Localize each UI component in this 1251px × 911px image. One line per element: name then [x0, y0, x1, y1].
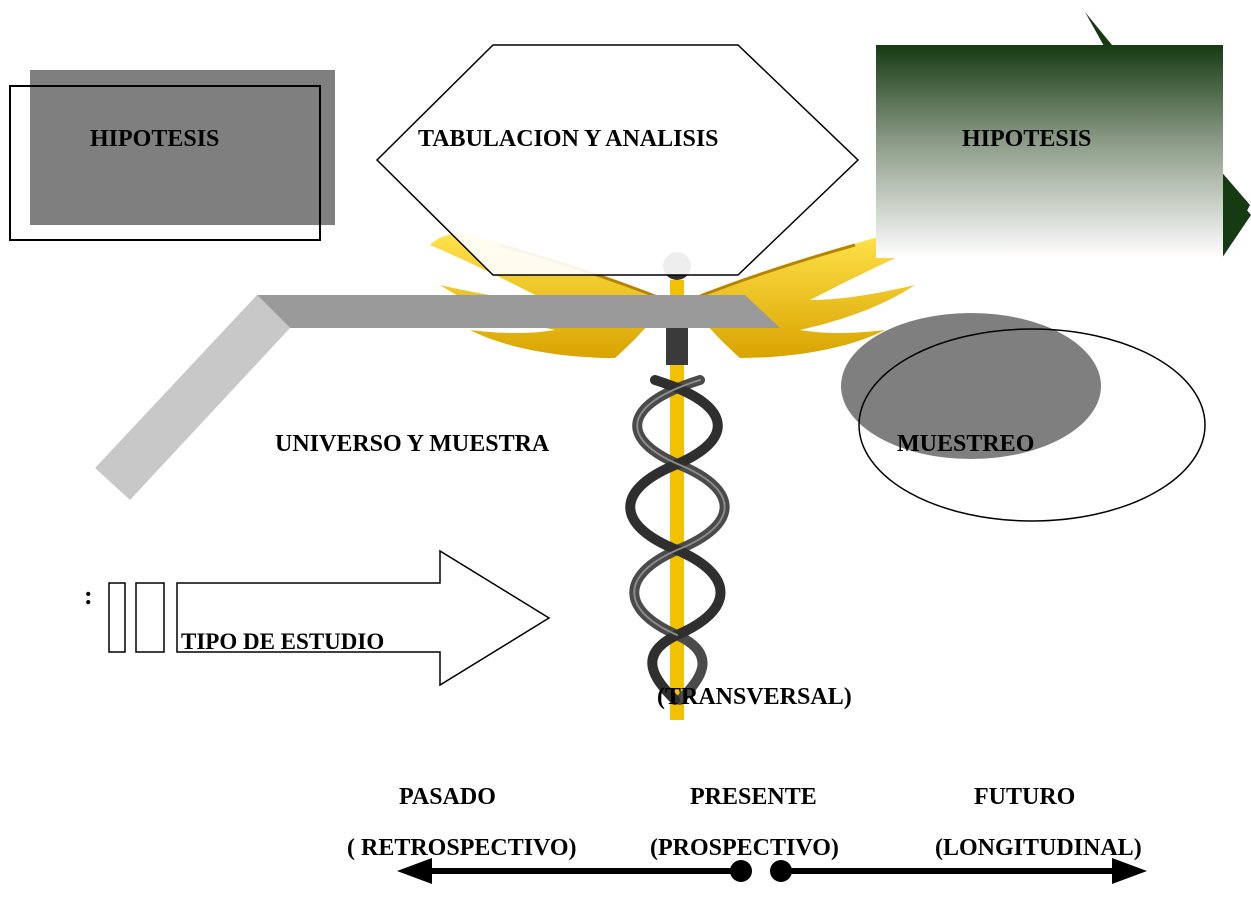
timeline-left-arrow [397, 858, 752, 884]
timeline-retrospective-label: ( RETROSPECTIVO) [347, 835, 577, 861]
hypothesis-right-label: HIPOTESIS [962, 126, 1092, 152]
timeline-past-label: PASADO [399, 784, 496, 810]
tabulation-hexagon [375, 44, 860, 276]
universe-label: UNIVERSO Y MUESTRA [275, 431, 550, 457]
tabulation-label: TABULACION Y ANALISIS [418, 126, 719, 152]
hypothesis-left-label: HIPOTESIS [90, 126, 220, 152]
sampling-label: MUESTREO [897, 431, 1035, 457]
hypothesis-left-box [9, 70, 335, 241]
study-type-arrow [108, 549, 551, 687]
study-type-label: TIPO DE ESTUDIO [181, 629, 385, 654]
hypothesis-right-box [876, 12, 1251, 258]
colon-mark: : [84, 581, 93, 610]
timeline-right-arrow [770, 858, 1147, 884]
timeline-longitudinal-label: (LONGITUDINAL) [935, 835, 1142, 861]
transversal-label: (TRANSVERSAL) [657, 684, 852, 710]
universe-bent-shape [95, 295, 780, 500]
timeline-prospective-label: (PROSPECTIVO) [650, 835, 839, 861]
serpents-shape [625, 375, 730, 705]
timeline-present-label: PRESENTE [690, 784, 817, 810]
sampling-ellipse [841, 313, 1206, 522]
timeline-future-label: FUTURO [974, 784, 1076, 810]
